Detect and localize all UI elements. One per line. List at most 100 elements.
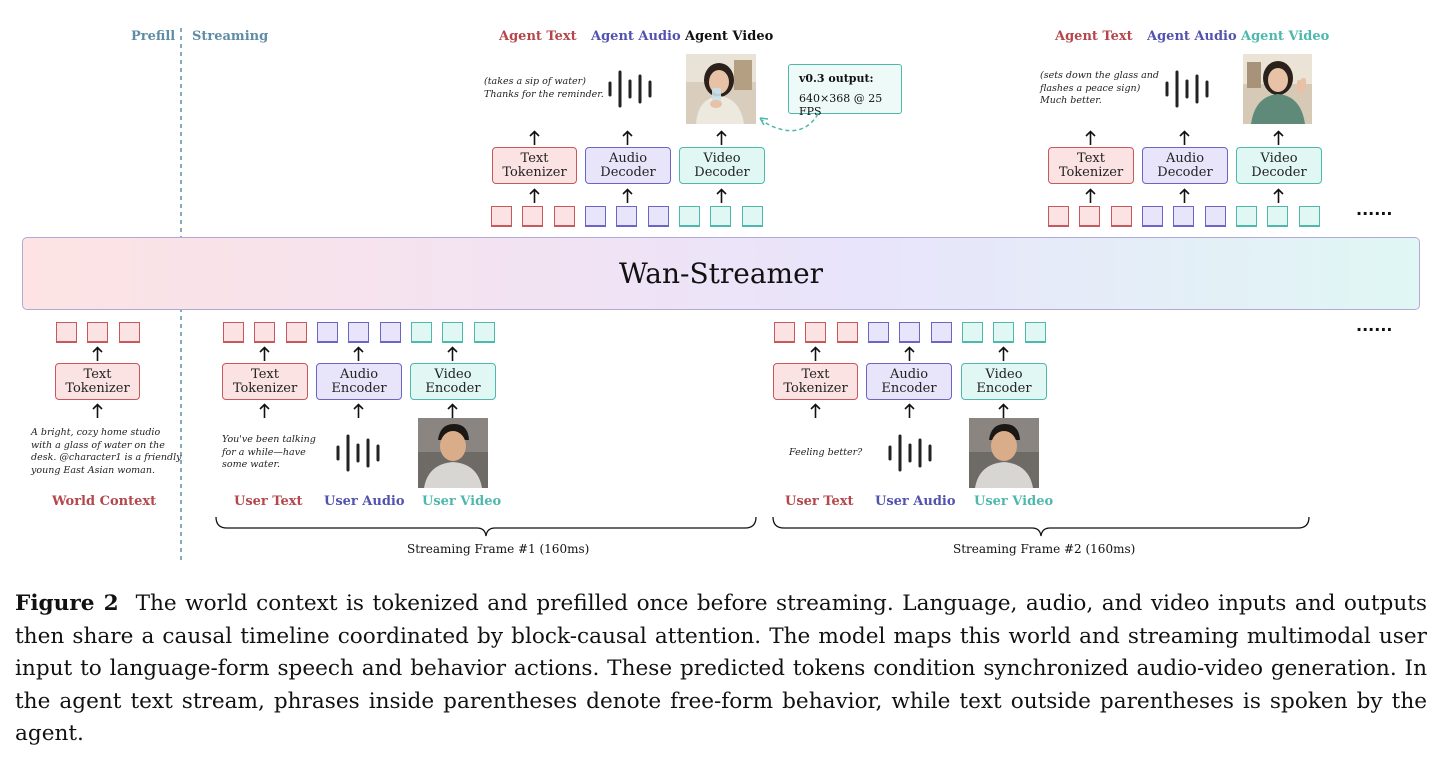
agent-audio-token [1173, 206, 1194, 227]
agent-audio-decoder-1: Audio Decoder [585, 147, 671, 184]
up-arrow-icon [622, 188, 633, 203]
user-text-label-1: User Text [234, 494, 303, 509]
output-spec-title: v0.3 output: [799, 72, 874, 85]
user-video-encoder-2: Video Encoder [961, 363, 1047, 400]
up-arrow-icon [1273, 130, 1284, 145]
up-arrow-icon [529, 130, 540, 145]
user-video-token [1025, 322, 1046, 343]
waveform-icon [888, 434, 932, 472]
up-arrow-icon [810, 346, 821, 361]
user-text-content-1: You've been talking for a while—have som… [222, 434, 316, 470]
up-arrow-icon [353, 346, 364, 361]
agent-text-label-2: Agent Text [1055, 29, 1133, 44]
up-arrow-icon [716, 188, 727, 203]
up-arrow-icon [1179, 188, 1190, 203]
agent-video-frame-1 [686, 54, 756, 124]
agent-video-token [742, 206, 763, 227]
waveform-icon [608, 70, 652, 108]
agent-audio-token [1205, 206, 1226, 227]
up-arrow-icon [904, 403, 915, 418]
up-arrow-icon [810, 403, 821, 418]
user-text-token [774, 322, 795, 343]
waveform-icon [1165, 70, 1209, 108]
agent-video-token [1236, 206, 1257, 227]
user-video-token [411, 322, 432, 343]
up-arrow-icon [353, 403, 364, 418]
user-text-token [286, 322, 307, 343]
user-text-token [223, 322, 244, 343]
agent-text-tokenizer-1: Text Tokenizer [492, 147, 577, 184]
agent-video-decoder-2: Video Decoder [1236, 147, 1322, 184]
user-audio-label-2: User Audio [875, 494, 956, 509]
agent-text-token [554, 206, 575, 227]
output-spec-value: 640×368 @ 25 FPS [799, 92, 883, 118]
user-audio-encoder-1: Audio Encoder [316, 363, 402, 400]
user-video-label-2: User Video [974, 494, 1054, 509]
agent-video-token [710, 206, 731, 227]
up-arrow-icon [92, 346, 103, 361]
user-text-tokenizer-2: Text Tokenizer [773, 363, 858, 400]
frame-2-label: Streaming Frame #2 (160ms) [953, 542, 1136, 556]
agent-text-tokenizer-2: Text Tokenizer [1048, 147, 1134, 184]
figure-label: Figure 2 [15, 591, 119, 616]
up-arrow-icon [716, 130, 727, 145]
user-video-frame-2 [969, 418, 1039, 488]
note-pointer [759, 113, 819, 132]
agent-audio-token [648, 206, 669, 227]
user-video-label-1: User Video [422, 494, 502, 509]
up-arrow-icon [447, 346, 458, 361]
model-name: Wan-Streamer [618, 257, 824, 290]
user-text-token [805, 322, 826, 343]
up-arrow-icon [904, 346, 915, 361]
user-audio-token [380, 322, 401, 343]
up-arrow-icon [529, 188, 540, 203]
user-video-token [962, 322, 983, 343]
frame-2-brace [772, 516, 1310, 537]
up-arrow-icon [447, 403, 458, 418]
up-arrow-icon [92, 403, 103, 418]
agent-audio-label-1: Agent Audio [591, 29, 681, 44]
prefill-label: Prefill [131, 29, 176, 44]
up-arrow-icon [1273, 188, 1284, 203]
world-text-tokenizer: Text Tokenizer [55, 363, 140, 400]
waveform-icon [336, 434, 380, 472]
agent-video-decoder-1: Video Decoder [679, 147, 765, 184]
wan-streamer-model: Wan-Streamer [22, 237, 1420, 310]
agent-video-token [1267, 206, 1288, 227]
user-video-token [474, 322, 495, 343]
agent-text-token [1111, 206, 1132, 227]
world-text-token [87, 322, 108, 343]
up-arrow-icon [622, 130, 633, 145]
caption-text: The world context is tokenized and prefi… [15, 591, 1427, 746]
user-video-token [442, 322, 463, 343]
agent-video-token [1299, 206, 1320, 227]
agent-audio-label-2: Agent Audio [1147, 29, 1237, 44]
agent-video-frame-2 [1243, 54, 1312, 124]
user-audio-token [868, 322, 889, 343]
user-audio-token [931, 322, 952, 343]
agent-text-content-2: (sets down the glass and flashes a peace… [1040, 70, 1159, 106]
user-audio-token [899, 322, 920, 343]
up-arrow-icon [259, 403, 270, 418]
agent-audio-token [585, 206, 606, 227]
agent-video-label-2: Agent Video [1241, 29, 1330, 44]
world-prompt: A bright, cozy home studio with a glass … [31, 427, 182, 476]
ellipsis-bottom: ...... [1356, 316, 1393, 335]
up-arrow-icon [998, 346, 1009, 361]
agent-text-token [522, 206, 543, 227]
streaming-label: Streaming [192, 29, 269, 44]
world-context-label: World Context [52, 494, 157, 509]
agent-audio-decoder-2: Audio Decoder [1142, 147, 1228, 184]
ellipsis-top: ...... [1356, 200, 1393, 219]
figure-caption: Figure 2 The world context is tokenized … [15, 588, 1427, 751]
agent-text-label-1: Agent Text [499, 29, 577, 44]
user-video-encoder-1: Video Encoder [410, 363, 496, 400]
user-audio-token [348, 322, 369, 343]
agent-audio-token [1142, 206, 1163, 227]
agent-text-token [1079, 206, 1100, 227]
agent-text-token [491, 206, 512, 227]
user-text-content-2: Feeling better? [789, 447, 863, 458]
agent-text-token [1048, 206, 1069, 227]
world-text-token [119, 322, 140, 343]
user-video-frame-1 [418, 418, 488, 488]
